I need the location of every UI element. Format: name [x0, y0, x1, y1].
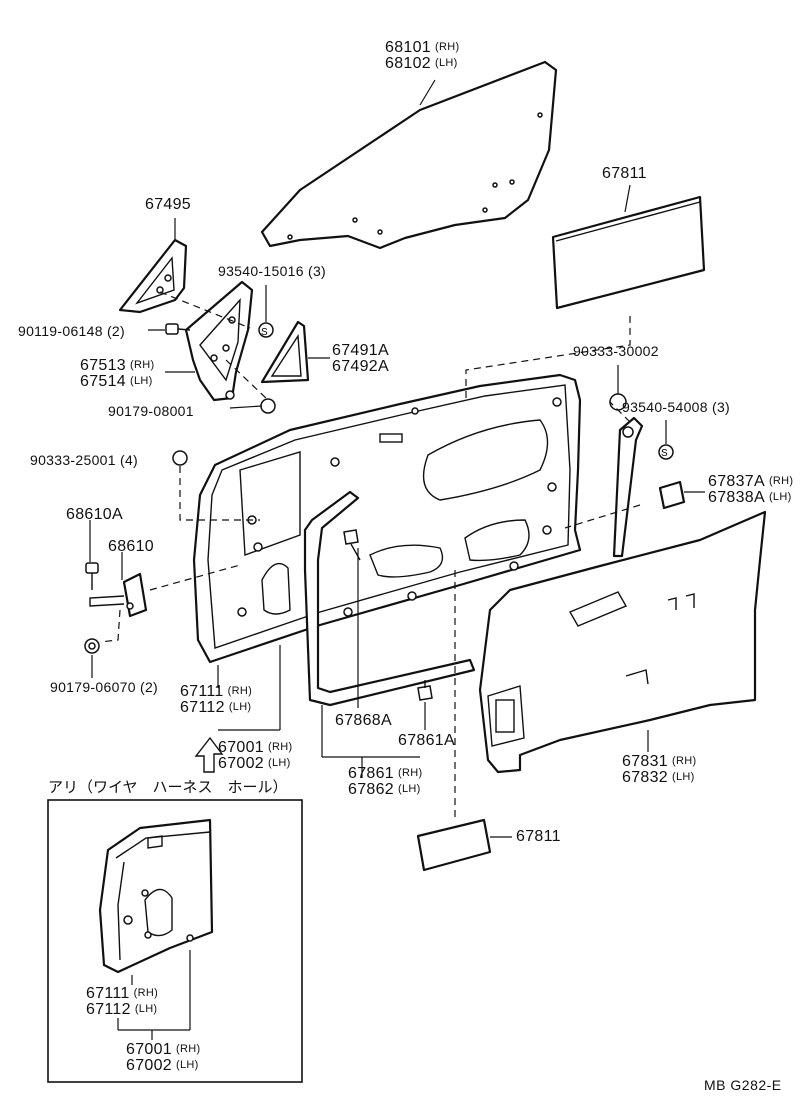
nut-90179-08001 [225, 390, 276, 414]
label-67002: 67002(LH) [218, 755, 291, 772]
label-67112: 67112(LH) [180, 699, 252, 716]
label-67491a: 67491A [332, 342, 389, 359]
label-90333-30002: 90333-30002 [573, 343, 659, 359]
label-67832: 67832(LH) [622, 769, 695, 786]
label-67838a: 67838A(LH) [708, 489, 792, 506]
label-67861: 67861(RH) [348, 765, 423, 782]
weatherstrip-67861 [303, 490, 476, 707]
bracket-67837a [658, 480, 686, 510]
clip-67861a [417, 680, 433, 701]
service-hole-cover-upper [551, 195, 706, 310]
inset-box [47, 799, 303, 1083]
label-67861a: 67861A [398, 732, 455, 749]
label-90179-08001: 90179-08001 [108, 403, 194, 419]
label-67514: 67514(LH) [80, 373, 153, 390]
label-67111: 67111(RH) [180, 683, 253, 700]
service-hole-cover-lower [416, 818, 492, 872]
label-67492a: 67492A [332, 358, 389, 375]
door-glass [260, 60, 558, 250]
label-93540-15016: 93540-15016 (3) [218, 263, 327, 279]
up-arrow-icon [194, 736, 224, 773]
label-67811-lower: 67811 [516, 828, 561, 845]
inset-title: アリ（ワイヤ ハーネス ホール） [48, 778, 288, 796]
label-68101: 68101(RH) [385, 39, 460, 56]
label-68102: 68102(LH) [385, 55, 458, 72]
bolt-68610a [85, 562, 99, 590]
mirror-bracket-67495 [118, 238, 188, 314]
label-68610: 68610 [108, 538, 154, 555]
svg-text:S: S [661, 448, 668, 459]
inset-label-67112: 67112(LH) [86, 1001, 158, 1018]
door-trim-67831 [478, 510, 767, 774]
diagram-code: MB G282-E [704, 1077, 782, 1093]
label-67513: 67513(RH) [80, 357, 155, 374]
nut-90179-06070 [84, 638, 100, 654]
label-67831: 67831(RH) [622, 753, 697, 770]
label-90179-06070: 90179-06070 (2) [50, 679, 159, 695]
mirror-base-67513 [184, 280, 254, 402]
bolt-90119 [165, 323, 191, 335]
window-channel [612, 416, 644, 558]
inset-label-67111: 67111(RH) [86, 985, 159, 1002]
label-67495: 67495 [145, 196, 191, 213]
corner-cover-67491a [260, 320, 310, 384]
label-67811-upper: 67811 [602, 165, 647, 182]
label-67001: 67001(RH) [218, 739, 293, 756]
label-68610a: 68610A [66, 506, 123, 523]
label-93540-54008: 93540-54008 (3) [622, 399, 731, 415]
label-67868a: 67868A [335, 712, 392, 729]
inset-label-67002: 67002(LH) [126, 1057, 199, 1074]
label-67862: 67862(LH) [348, 781, 421, 798]
label-90333-25001: 90333-25001 (4) [30, 452, 139, 468]
door-panel-67111 [192, 373, 582, 664]
inset-label-67001: 67001(RH) [126, 1041, 201, 1058]
door-check-68610 [89, 572, 148, 618]
hole-plug-90333-25001 [172, 450, 188, 466]
label-90119-06148: 90119-06148 (2) [18, 323, 125, 339]
inset-door-panel [98, 818, 214, 974]
svg-text:S: S [261, 327, 268, 338]
label-67837a: 67837A(RH) [708, 473, 794, 490]
